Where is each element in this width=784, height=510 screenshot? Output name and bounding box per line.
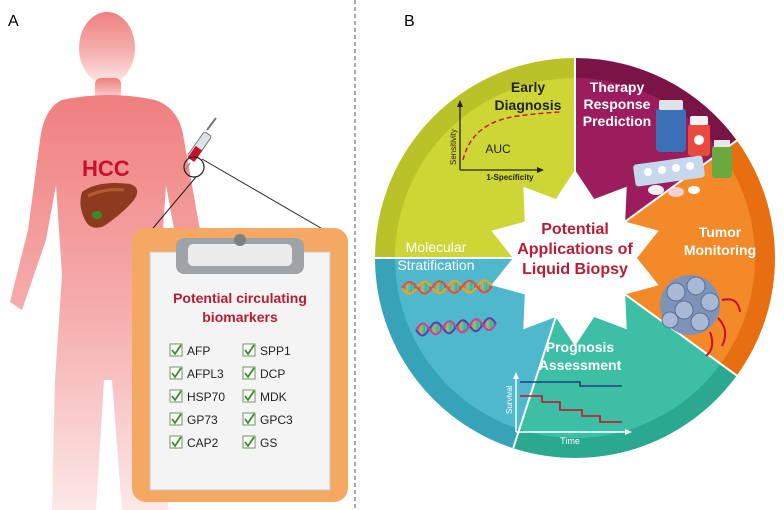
biomarker-name: AFP: [187, 344, 210, 358]
clipboard-title-line1: Potential circulating: [173, 290, 307, 306]
tumor-cluster-icon: [660, 275, 741, 357]
biomarker-name: GPC3: [260, 413, 293, 427]
early-diagnosis-line2: Diagnosis: [495, 97, 562, 113]
hcc-label: HCC: [82, 156, 130, 181]
check-mark-icon: [171, 436, 182, 448]
center-star: [491, 170, 659, 346]
biomarker-item: AFPL3: [169, 366, 224, 381]
biomarker-item: AFP: [169, 343, 210, 358]
therapy-line3: Prediction: [583, 113, 651, 129]
biomarker-item: GS: [242, 435, 277, 450]
biomarker-name: GS: [260, 436, 277, 450]
check-mark-icon: [171, 367, 182, 379]
prognosis-line2: Assessment: [539, 357, 622, 373]
roc-y-axis-label: Sensitivity: [449, 129, 458, 165]
dna-strand: [415, 318, 497, 336]
panel-b-label: B: [404, 13, 415, 30]
biomarker-name: GP73: [187, 413, 218, 427]
biomarker-name: HSP70: [187, 390, 225, 404]
survival-y-axis-label: Survival: [505, 385, 514, 414]
biomarker-item: DCP: [242, 366, 285, 381]
center-title-line1: Potential: [541, 221, 609, 238]
roc-curve-icon: [457, 100, 561, 173]
survival-curve-icon: [513, 372, 632, 435]
therapy-line2: Response: [584, 96, 651, 112]
check-mark-icon: [244, 436, 255, 448]
panel-a-label: A: [8, 13, 19, 30]
early-diagnosis-line1: Early: [511, 79, 545, 95]
biomarker-name: SPP1: [260, 344, 291, 358]
biomarker-name: CAP2: [187, 436, 219, 450]
biomarker-item: SPP1: [242, 343, 291, 358]
therapy-line1: Therapy: [590, 79, 645, 95]
check-mark-icon: [171, 390, 182, 402]
roc-auc-label: AUC: [485, 142, 511, 156]
dna-strand: [401, 279, 493, 295]
check-mark-icon: [244, 390, 255, 402]
roc-x-axis-label: 1-Specificity: [486, 173, 534, 182]
center-title-line3: Liquid Biopsy: [522, 261, 628, 278]
check-mark-icon: [171, 413, 182, 425]
biomarker-name: MDK: [260, 390, 287, 404]
clipboard-title-line2: biomarkers: [202, 309, 278, 325]
biomarker-item: GPC3: [242, 412, 293, 427]
biomarker-item: CAP2: [169, 435, 219, 450]
check-mark-icon: [171, 344, 182, 356]
biomarker-item: MDK: [242, 389, 287, 404]
biomarker-item: HSP70: [169, 389, 225, 404]
zoom-line-right: [201, 158, 339, 239]
biomarker-name: AFPL3: [187, 367, 224, 381]
biomarker-item: GP73: [169, 412, 218, 427]
tumor-line2: Monitoring: [684, 242, 756, 258]
molecular-line1: Molecular: [406, 239, 467, 255]
medicine-bottles-icon: [633, 100, 732, 197]
check-mark-icon: [244, 413, 255, 425]
biomarker-name: DCP: [260, 367, 285, 381]
clipboard: [132, 228, 348, 502]
tumor-line1: Tumor: [699, 224, 742, 240]
survival-x-axis-label: Time: [560, 436, 580, 446]
liver-icon: [80, 183, 138, 228]
zoom-circle: [183, 156, 205, 178]
molecular-line2: Stratification: [397, 257, 474, 273]
prognosis-line1: Prognosis: [546, 339, 615, 355]
check-mark-icon: [244, 367, 255, 379]
check-mark-icon: [244, 344, 255, 356]
syringe-icon: [183, 117, 217, 173]
dna-helix-icon: [401, 279, 497, 337]
center-title-line2: Applications of: [517, 241, 633, 258]
